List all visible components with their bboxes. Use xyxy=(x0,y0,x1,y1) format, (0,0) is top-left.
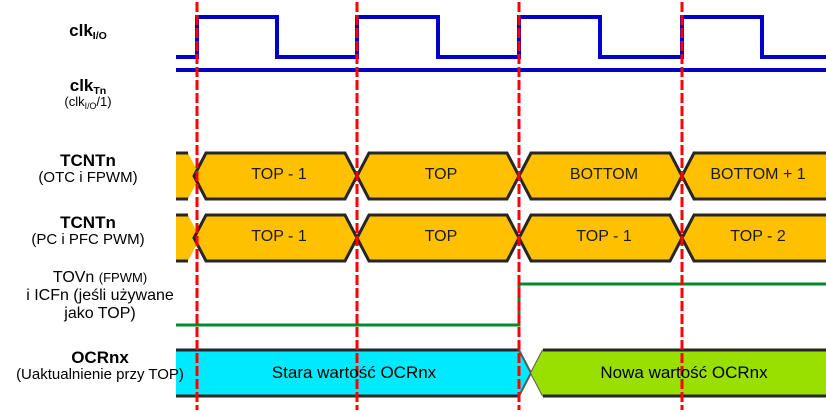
ocrnx-bus xyxy=(176,348,826,398)
clk-tn-divider-prefix: (clk xyxy=(64,94,85,110)
tcntn-otc-fpwm-bus xyxy=(176,151,826,201)
tcntn-pc-pfc-name: TCNTn xyxy=(60,213,116,232)
tovn-line1: TOVn (FPWM) xyxy=(0,269,200,287)
clk-io-waveform xyxy=(176,15,826,59)
ocrnx-update-note: (Uaktualnienie przy TOP) xyxy=(16,366,184,384)
tcntn-otc-fpwm-name: TCNTn xyxy=(60,151,116,170)
signal-label-tcntn-otc-fpwm: TCNTn (OTC i FPWM) xyxy=(0,151,176,187)
clk-io-label-base: clk xyxy=(69,21,93,40)
tovn-name: TOVn xyxy=(52,269,95,286)
signal-label-clk-io: clkI/O xyxy=(0,21,176,43)
clk-tn-divider-subscript: I/O xyxy=(84,100,97,111)
tovn-mode: (FPWM) xyxy=(98,270,148,285)
marker-lines xyxy=(195,2,684,410)
tcntn-otc-fpwm-mode: (OTC i FPWM) xyxy=(38,169,138,187)
tcntn-pc-pfc-pwm-bus xyxy=(176,213,826,263)
clk-tn-label-base: clk xyxy=(69,76,94,95)
icfn-line2: i ICFn (jeśli używane xyxy=(26,286,174,304)
clk-tn-line1: clkTn xyxy=(0,76,176,98)
tovn-icfn-flag-line xyxy=(176,282,826,327)
clk-tn-line2: (clkI/O/1) xyxy=(0,94,176,111)
ocrnx-name: OCRnx xyxy=(71,348,129,367)
signal-label-tcntn-pc-pfc-pwm: TCNTn (PC i PFC PWM) xyxy=(0,213,176,249)
signal-label-clk-tn: clkTn (clkI/O/1) xyxy=(0,76,176,111)
clk-tn-label-subscript: Tn xyxy=(93,85,107,98)
signal-label-tovn-icfn: TOVn (FPWM) i ICFn (jeśli używane jako T… xyxy=(0,269,200,323)
signal-label-ocrnx: OCRnx (Uaktualnienie przy TOP) xyxy=(0,348,200,384)
clk-io-label-subscript: I/O xyxy=(92,30,107,43)
clk-tn-divider-suffix: /1) xyxy=(96,94,112,110)
icfn-line3: jako TOP) xyxy=(64,304,136,322)
tcntn-pc-pfc-mode: (PC i PFC PWM) xyxy=(31,231,145,249)
